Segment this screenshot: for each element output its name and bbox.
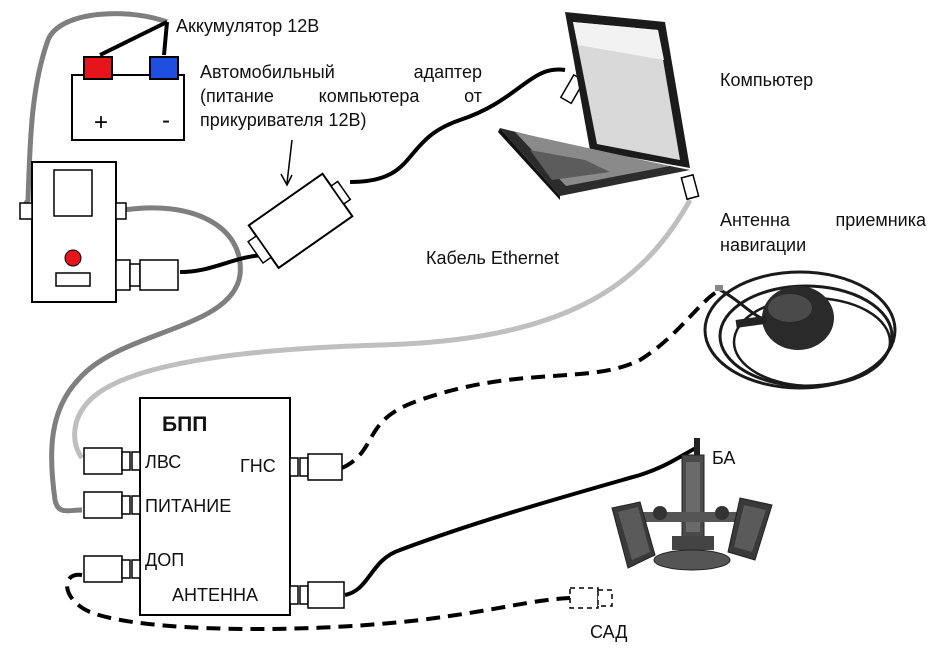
power-cable <box>49 205 243 514</box>
adapter-to-laptop-cable <box>349 67 566 184</box>
battery-label: Аккумулятор 12В <box>176 16 320 36</box>
power-label: ПИТАНИЕ <box>145 496 232 516</box>
car-adapter <box>247 172 354 270</box>
adapter-label-line2: (питание компьютера от <box>200 86 482 106</box>
gns-to-antenna-cable <box>341 288 721 470</box>
ethernet-label: Кабель Ethernet <box>426 248 559 268</box>
ethernet-cable <box>72 198 693 460</box>
battery-minus-terminal <box>149 56 179 80</box>
adapter-pointer-arrow <box>286 139 293 184</box>
antenna-label-line2: навигации <box>720 235 807 255</box>
battery-wire-red <box>99 20 168 57</box>
antenna-label-line1: Антенна приемника <box>720 210 926 230</box>
lvs-connector <box>83 447 141 475</box>
power-connector <box>83 491 141 519</box>
battery-to-switch-cable <box>19 11 168 212</box>
battery-plus-terminal <box>83 56 113 80</box>
sad-device <box>569 587 613 609</box>
lvs-label: ЛВС <box>145 452 182 472</box>
gns-label: ГНС <box>240 456 276 476</box>
battery: + - <box>71 56 185 141</box>
laptop-ethernet-plug <box>680 173 700 201</box>
ba-antenna-block-image <box>611 438 773 571</box>
bpp-title: БПП <box>162 413 208 436</box>
adapter-label-line1: Автомобильный адаптер <box>200 62 482 82</box>
indicator-light <box>64 249 82 267</box>
navigation-antenna-image <box>703 270 897 390</box>
adapter-label-line3: прикуривателя 12В) <box>200 110 367 130</box>
battery-plus-label: + <box>94 109 108 136</box>
sad-label: САД <box>590 622 628 642</box>
switch-to-adapter-cable <box>179 253 269 274</box>
battery-wire-blue <box>162 21 169 56</box>
power-switch-box <box>19 161 179 303</box>
antenna-port-connector <box>289 581 345 609</box>
gns-connector <box>289 453 343 481</box>
dop-connector <box>83 555 141 583</box>
ba-label: БА <box>712 448 736 468</box>
laptop-image <box>498 12 700 201</box>
battery-minus-label: - <box>162 107 170 134</box>
dop-label: ДОП <box>145 550 185 570</box>
antenna-port-to-ba-cable <box>344 446 697 597</box>
computer-label: Компьютер <box>720 70 814 90</box>
antenna-port-label: АНТЕННА <box>172 585 259 605</box>
